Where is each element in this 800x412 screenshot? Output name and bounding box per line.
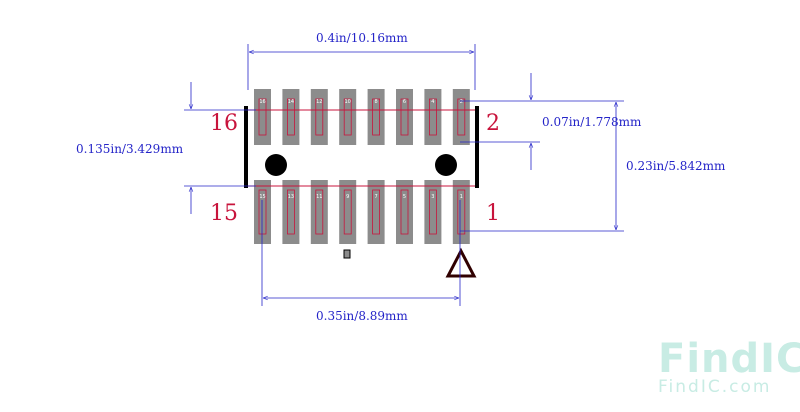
bottom-pad-number-1: 1 (460, 194, 463, 200)
bottom-pad-9 (339, 180, 357, 244)
bottom-pad-outline-1 (457, 189, 466, 235)
pin-label-15: 15 (210, 201, 238, 226)
top-pad-12 (310, 89, 328, 145)
top-pad-outline-8 (372, 98, 381, 136)
dim-overall-width-label: 0.4in/10.16mm (316, 31, 408, 45)
top-pad-number-2: 2 (460, 99, 463, 105)
top-pad-2 (452, 89, 470, 145)
bottom-pad-number-5: 5 (403, 194, 406, 200)
pin-label-1: 1 (486, 201, 500, 226)
dim-row-span-label: 0.23in/5.842mm (626, 159, 726, 173)
top-pad-14 (282, 89, 300, 145)
top-pad-outline-10 (343, 98, 352, 136)
top-pad-outline-12 (315, 98, 324, 136)
bottom-pad-outline-13 (286, 189, 295, 235)
body-edge-right (475, 106, 479, 188)
bottom-pad-outline-11 (315, 189, 324, 235)
bottom-pad-number-3: 3 (431, 194, 434, 200)
bottom-pad-7 (367, 180, 385, 244)
watermark-url: FindIC.com (658, 377, 771, 397)
bottom-pad-number-13: 13 (288, 194, 294, 200)
watermark-logo: FindIC (658, 336, 800, 382)
top-pad-outline-16 (258, 98, 267, 136)
pin-label-2: 2 (486, 111, 500, 136)
top-pad-number-12: 12 (316, 99, 322, 105)
bottom-pad-outline-5 (400, 189, 409, 235)
bottom-pad-number-11: 11 (316, 194, 322, 200)
origin-marker (343, 249, 351, 259)
top-pad-number-14: 14 (288, 99, 294, 105)
top-pad-outline-14 (286, 98, 295, 136)
top-pad-4 (424, 89, 442, 145)
top-pad-number-10: 10 (345, 99, 351, 105)
bottom-pad-row: 15 13 11 9 7 5 3 1 (254, 180, 470, 244)
top-pad-number-16: 16 (259, 99, 265, 105)
top-pad-number-8: 8 (375, 99, 378, 105)
fiducial-left (265, 154, 287, 176)
bottom-pad-outline-7 (372, 189, 381, 235)
bottom-pad-15 (254, 180, 271, 244)
bottom-pad-outline-15 (258, 189, 267, 235)
bottom-pad-5 (396, 180, 413, 244)
dim-row-length-label: 0.35in/8.89mm (316, 309, 408, 323)
bottom-pad-11 (310, 180, 328, 244)
top-pad-outline-2 (457, 98, 466, 136)
top-pad-number-4: 4 (431, 99, 434, 105)
top-pad-16 (254, 89, 271, 145)
top-pad-number-6: 6 (403, 99, 406, 105)
dim-pitch-label: 0.07in/1.778mm (542, 115, 642, 129)
bottom-pad-13 (282, 180, 300, 244)
bottom-pad-outline-3 (428, 189, 437, 235)
top-pad-outline-4 (428, 98, 437, 136)
fiducial-right (435, 154, 457, 176)
top-pad-8 (367, 89, 385, 145)
bottom-pad-1 (452, 180, 470, 244)
bottom-pad-3 (424, 180, 442, 244)
dim-pad-length-label: 0.135in/3.429mm (76, 142, 184, 156)
top-pad-10 (339, 89, 357, 145)
bottom-pad-number-15: 15 (259, 194, 265, 200)
pin-label-16: 16 (210, 111, 238, 136)
bottom-pad-number-7: 7 (375, 194, 378, 200)
top-pad-outline-6 (400, 98, 409, 136)
top-pad-row: 16 14 12 10 8 6 4 2 (254, 89, 470, 145)
top-pad-6 (396, 89, 413, 145)
bottom-pad-number-9: 9 (346, 194, 349, 200)
pin1-triangle-icon (445, 247, 477, 278)
body-edge-left (244, 106, 248, 188)
bottom-pad-outline-9 (343, 189, 352, 235)
